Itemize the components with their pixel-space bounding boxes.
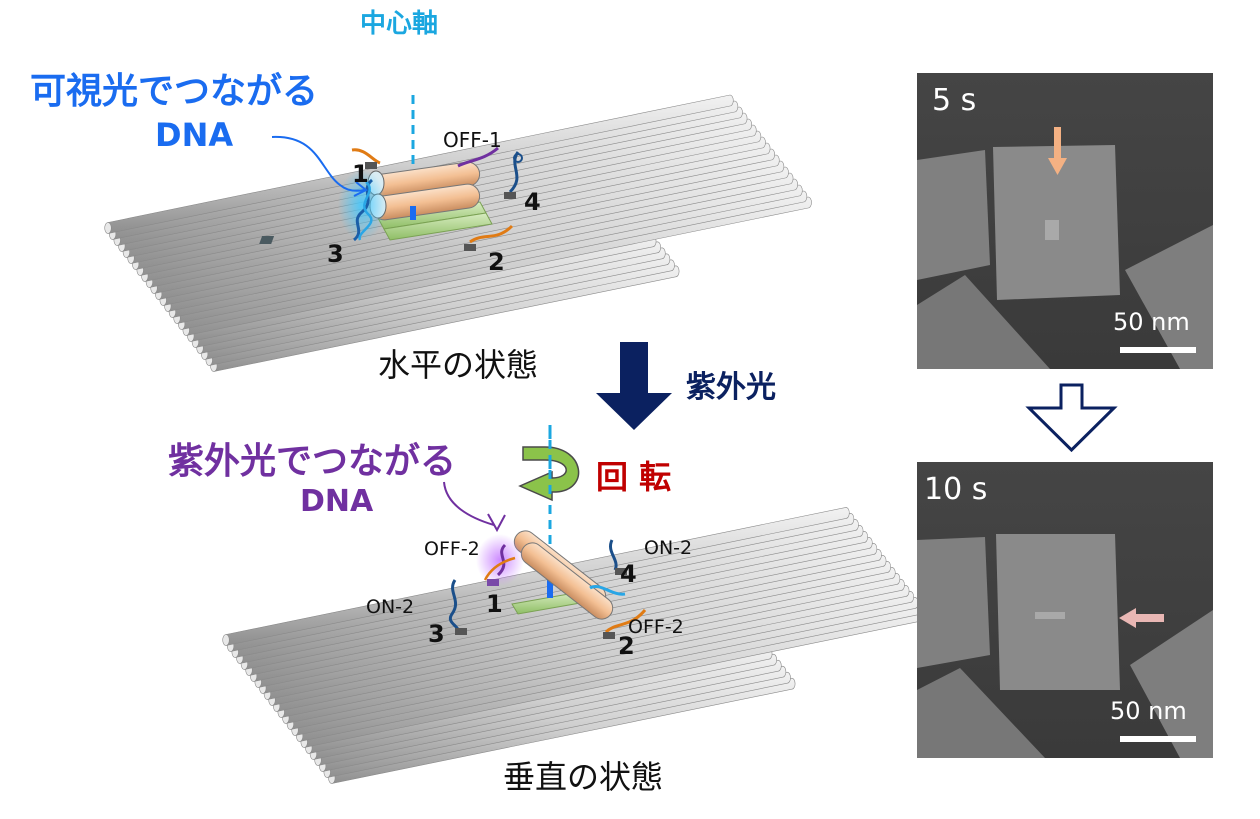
- pointer-arrow-bottom: [443, 481, 495, 526]
- dna-strand-rotor-end-bottom: [589, 585, 626, 596]
- dna-hairpin-site-3-bottom: [448, 579, 460, 631]
- anchor-site-4-bottom: [615, 568, 627, 575]
- off2-label-site1: OFF-2: [424, 538, 480, 560]
- afm-frame-5s: [917, 73, 1213, 369]
- pointer-arrowhead-bottom: [487, 513, 506, 533]
- dna-strand-site-2-top: [469, 224, 514, 244]
- vertical-state-label: 垂直の状態: [503, 758, 664, 796]
- site-4-label-top: 4: [524, 188, 541, 216]
- dna-hairpin-site-4-top: [508, 151, 520, 194]
- rotation-label: 回 転: [596, 458, 672, 496]
- dna-strand-orange-bottom: [483, 556, 516, 581]
- anchor-site-1-bottom: [487, 579, 499, 586]
- dna-strand-site-1-top: [351, 148, 381, 165]
- site-1-label-bottom: 1: [486, 590, 503, 618]
- afm-frame-10s: [917, 462, 1213, 758]
- on2-label-site3: ON-2: [366, 596, 415, 618]
- anchor-site-3-top: [259, 236, 275, 244]
- uv-light-title: 紫外光でつながる: [168, 441, 457, 482]
- site-3-label-top: 3: [327, 240, 344, 268]
- uv-light-label: 紫外光: [686, 370, 776, 405]
- on2-label-site4: ON-2: [644, 537, 693, 559]
- hairpin-loop-top: [513, 153, 523, 163]
- anchor-site-2-bottom: [603, 632, 615, 639]
- afm-scale-label-10s: 50 nm: [1110, 697, 1187, 725]
- time-progression-arrow: [1025, 383, 1118, 453]
- dna-helix-site-1-bottom: [496, 543, 507, 577]
- site-4-label-bottom: 4: [620, 560, 637, 588]
- horizontal-state-label: 水平の状態: [378, 346, 539, 384]
- axis-pin-bottom: [547, 580, 553, 598]
- site-1-label-top: 1: [352, 160, 369, 188]
- origami-rod: [225, 507, 850, 646]
- uv-dna-label: DNA: [300, 484, 374, 519]
- visible-light-title: 可視光でつながる: [30, 71, 319, 112]
- origami-rod: [107, 94, 734, 234]
- off2-label-site2: OFF-2: [628, 616, 684, 638]
- dna-glow-site-1-bottom: [476, 534, 524, 586]
- dna-strand-off1-top: [457, 146, 499, 168]
- afm-time-10s: 10 s: [924, 472, 988, 507]
- axis-pin-top: [410, 206, 416, 220]
- anchor-site-1-top: [365, 162, 377, 169]
- rotor-bundle-bottom: [513, 530, 614, 620]
- off1-label: OFF-1: [443, 128, 502, 152]
- site-3-label-bottom: 3: [428, 620, 445, 648]
- afm-time-5s: 5 s: [932, 83, 977, 118]
- origami-platform-vertical: [222, 507, 928, 784]
- dna-hairpin-site-4-bottom: [609, 539, 618, 571]
- scale-bar-10s: [1120, 736, 1196, 742]
- center-axis-label: 中心軸: [360, 9, 439, 39]
- pointer-arrow-top: [271, 135, 365, 192]
- afm-arrow-left: [1119, 608, 1164, 628]
- anchor-site-3-bottom: [455, 628, 467, 635]
- dna-glow-site-3-top: [338, 169, 386, 241]
- anchor-site-4-top: [504, 192, 516, 199]
- visible-dna-label: DNA: [155, 116, 234, 154]
- afm-arrow-down: [1048, 127, 1067, 175]
- afm-scale-label-5s: 50 nm: [1113, 308, 1190, 336]
- site-2-label-top: 2: [488, 248, 505, 276]
- origami-rod-end: [222, 634, 230, 646]
- scale-bar-5s: [1120, 347, 1196, 353]
- site-2-label-bottom: 2: [618, 632, 635, 660]
- uv-down-arrow: [596, 342, 672, 430]
- anchor-site-2-top: [464, 244, 476, 251]
- pointer-arrowhead-top: [353, 181, 368, 197]
- dna-helix-strand-top: [358, 181, 373, 241]
- origami-rod-end: [104, 222, 112, 234]
- dna-helix-site-3-top: [352, 178, 374, 242]
- dna-strand-site-2-bottom: [604, 609, 647, 634]
